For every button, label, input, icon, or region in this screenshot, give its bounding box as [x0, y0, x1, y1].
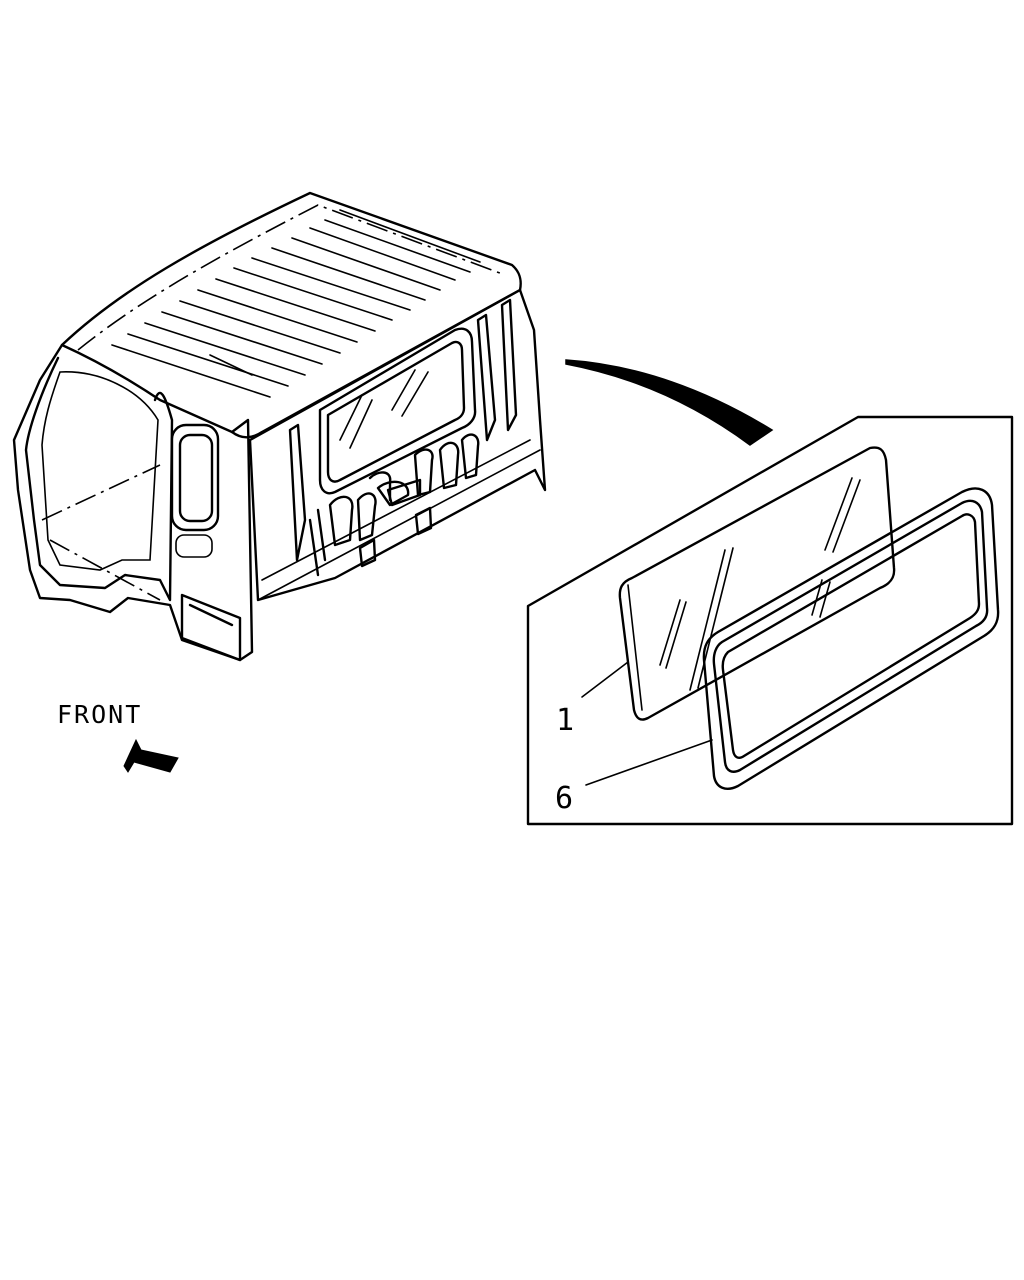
pillar-slot [175, 534, 213, 558]
window-weatherstrip [702, 487, 1000, 790]
detail-inset [526, 415, 1014, 826]
glass-edge [627, 584, 643, 711]
leader-line-6 [585, 739, 713, 786]
front-arrow-icon [123, 738, 179, 773]
strip-inner [721, 513, 981, 759]
body-window-inner [326, 340, 466, 483]
side-panel-lower [257, 439, 541, 601]
front-label: FRONT [57, 700, 142, 729]
strip-outer [702, 487, 1000, 790]
callout-number-1: 1 [556, 703, 574, 738]
vehicle-body [12, 191, 547, 662]
inset-frame [526, 415, 1014, 826]
front-frame-outer [12, 343, 254, 662]
pillar-window-inner [178, 433, 214, 523]
front-frame-inner [24, 356, 174, 602]
body-window-outer [318, 327, 477, 495]
callout-number-6: 6 [555, 781, 573, 816]
front-opening [41, 371, 159, 571]
glass-glare-lines [659, 477, 861, 691]
strip-middle [712, 499, 989, 773]
roof-ribs [111, 209, 481, 398]
glass-outline [618, 446, 896, 721]
floor-line [41, 464, 161, 601]
side-panel [248, 288, 547, 602]
roof-centerline [77, 204, 506, 351]
step-box [180, 593, 242, 662]
body-window-glare [339, 369, 429, 449]
pillar-window-outer [170, 423, 220, 532]
detail-callout-arrow [565, 359, 774, 446]
leader-line-1 [581, 661, 629, 698]
panel-stampings [288, 298, 518, 577]
window-glass [618, 446, 896, 721]
roof-outline [60, 191, 522, 439]
